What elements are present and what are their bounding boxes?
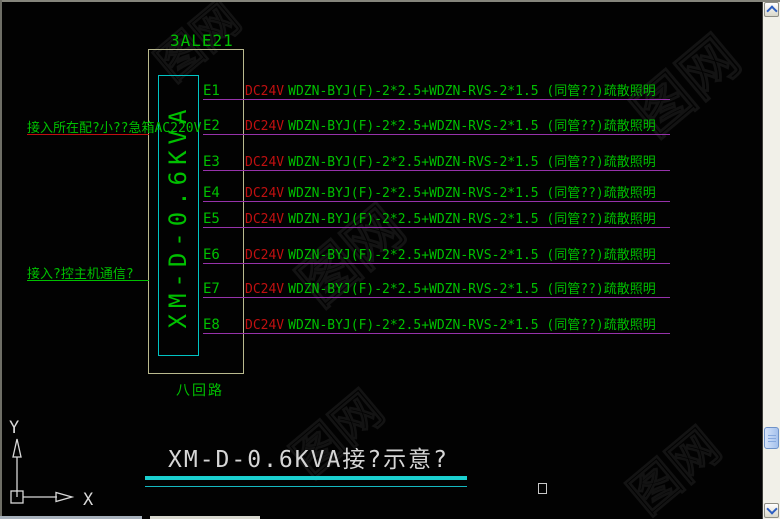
circuit-load: 疏散照明 xyxy=(603,318,656,333)
ucs-y-label: Y xyxy=(9,418,19,438)
circuit-load: 疏散照明 xyxy=(603,84,656,99)
circuit-voltage: DC24V xyxy=(245,155,285,170)
title-underline-thin xyxy=(145,486,467,487)
watermark: 图网 xyxy=(617,416,732,519)
circuit-id: E8 xyxy=(203,317,220,333)
thumb-grip xyxy=(767,434,776,436)
circuit-voltage: DC24V xyxy=(245,84,285,99)
vertical-scrollbar[interactable] xyxy=(763,2,780,519)
circuit-cable: WDZN-BYJ(F)-2*2.5+WDZN-RVS-2*1.5 (同管??) xyxy=(288,282,604,297)
circuit-voltage: DC24V xyxy=(245,119,285,134)
circuit-voltage: DC24V xyxy=(245,318,285,333)
scroll-down-button[interactable] xyxy=(764,503,779,518)
circuit-cable: WDZN-BYJ(F)-2*2.5+WDZN-RVS-2*1.5 (同管??) xyxy=(288,155,604,170)
circuit-voltage: DC24V xyxy=(245,282,285,297)
circuit-id: E7 xyxy=(203,281,220,297)
circuit-cable: WDZN-BYJ(F)-2*2.5+WDZN-RVS-2*1.5 (同管??) xyxy=(288,248,604,263)
circuit-id: E3 xyxy=(203,154,220,170)
chevron-up-icon xyxy=(765,5,778,17)
comm-leader-line xyxy=(27,280,149,281)
thumb-grip xyxy=(767,437,776,439)
circuit-cable: WDZN-BYJ(F)-2*2.5+WDZN-RVS-2*1.5 (同管??) xyxy=(288,186,604,201)
circuit-voltage: DC24V xyxy=(245,186,285,201)
taskbar-sliver xyxy=(0,516,142,519)
drawing-title: XM-D-0.6KVA接?示意? xyxy=(168,447,450,473)
circuit-cable: WDZN-BYJ(F)-2*2.5+WDZN-RVS-2*1.5 (同管??) xyxy=(288,318,604,333)
circuit-load: 疏散照明 xyxy=(603,119,656,134)
window-border-left xyxy=(0,0,2,519)
distribution-box-outer xyxy=(148,49,244,374)
thumb-grip xyxy=(767,440,776,442)
grip-point xyxy=(538,483,547,494)
power-leader-line xyxy=(27,134,149,135)
circuit-id: E4 xyxy=(203,185,220,201)
title-underline-thick xyxy=(145,476,467,480)
scrollbar-divider xyxy=(762,2,763,519)
window-border-top xyxy=(0,0,780,2)
circuit-load: 疏散照明 xyxy=(603,282,656,297)
circuit-load: 疏散照明 xyxy=(603,248,656,263)
note-power-source: 接入所在配?小??急箱AC220V xyxy=(27,121,202,136)
circuit-cable: WDZN-BYJ(F)-2*2.5+WDZN-RVS-2*1.5 (同管??) xyxy=(288,84,604,99)
circuit-load: 疏散照明 xyxy=(603,212,656,227)
circuit-voltage: DC24V xyxy=(245,212,285,227)
ucs-axis-icon: Y X xyxy=(9,418,94,510)
circuit-load: 疏散照明 xyxy=(603,186,656,201)
scroll-up-button[interactable] xyxy=(764,2,779,17)
ucs-x-label: X xyxy=(83,490,94,510)
circuit-cable: WDZN-BYJ(F)-2*2.5+WDZN-RVS-2*1.5 (同管??) xyxy=(288,212,604,227)
circuit-load: 疏散照明 xyxy=(603,155,656,170)
circuit-id: E6 xyxy=(203,247,220,263)
scrollbar-thumb[interactable] xyxy=(764,427,779,449)
circuit-cable: WDZN-BYJ(F)-2*2.5+WDZN-RVS-2*1.5 (同管??) xyxy=(288,119,604,134)
circuit-id: E5 xyxy=(203,211,220,227)
circuit-id: E1 xyxy=(203,83,220,99)
circuit-id: E2 xyxy=(203,118,220,134)
chevron-down-icon xyxy=(765,503,778,515)
note-comm-link: 接入?控主机通信? xyxy=(27,267,134,282)
feeder-label: 3ALE21 xyxy=(170,31,234,50)
circuit-voltage: DC24V xyxy=(245,248,285,263)
box-bottom-label: 八回路 xyxy=(176,383,224,399)
taskbar-sliver xyxy=(150,516,260,519)
distribution-box-inner xyxy=(158,75,199,356)
